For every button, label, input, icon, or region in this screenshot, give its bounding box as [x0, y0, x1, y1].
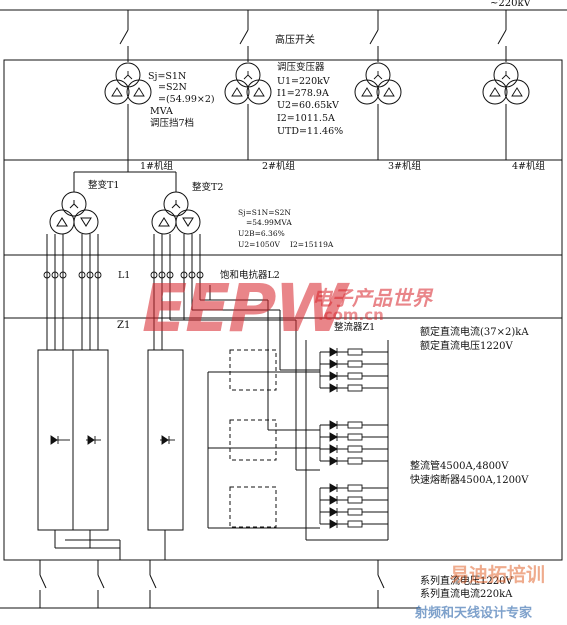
param-line: U2=60.65kV	[277, 100, 339, 111]
param-line: UTD=11.46%	[277, 126, 344, 137]
reactor-l1-label: L1	[118, 270, 131, 281]
unit-label-1: 1#机组	[140, 161, 174, 172]
series-voltage-label: 系列直流电压1220V	[420, 576, 513, 587]
bus-voltage-label: ~220kV	[490, 0, 531, 9]
hv-feeder-3	[369, 10, 379, 62]
z1-label: Z1	[117, 320, 131, 331]
unit-label-3: 3#机组	[388, 161, 422, 172]
series-current-label: 系列直流电流220kA	[420, 589, 513, 600]
diode-spec-label: 整流管4500A,4800V	[410, 461, 509, 472]
output-switches	[0, 560, 420, 609]
diode-fuse-row	[320, 444, 388, 454]
t1-phase-conductors	[46, 234, 99, 350]
cabinet-bottom-links	[54, 530, 166, 560]
unit-label-4: 4#机组	[512, 161, 546, 172]
diode-fuse-row	[320, 519, 388, 529]
diode-fuse-row	[320, 507, 388, 517]
rt-param: U2B=6.36%	[238, 229, 285, 238]
rt-param: Sj=S1N=S2N	[238, 208, 291, 217]
rt-param: U2=1050V	[238, 240, 280, 249]
rectifier-transformer-t1	[49, 191, 99, 235]
capacity-line: Sj=S1N	[148, 71, 187, 82]
hv-switch-label: 高压开关	[275, 35, 315, 46]
reactor-row	[43, 271, 204, 279]
reactor-l2-label: 饱和电抗器L2	[220, 270, 280, 281]
hv-feeder-2	[239, 10, 249, 62]
t1-label: 整变T1	[88, 180, 120, 191]
param-line: U1=220kV	[277, 76, 330, 87]
param-line: I1=278.9A	[277, 88, 329, 99]
rectifier-transformer-t2	[151, 191, 201, 235]
rf-subtitle-watermark: 射频和天线设计专家	[415, 606, 533, 621]
hv-feeder-1	[119, 10, 129, 62]
rated-current-label: 额定直流电流(37×2)kA	[420, 327, 529, 338]
fuse-spec-label: 快速熔断器4500A,1200V	[410, 475, 529, 486]
rectifier-diode-rows	[319, 347, 389, 529]
capacity-line: MVA	[150, 106, 173, 117]
diode-fuse-row	[320, 432, 388, 442]
unit1-feeder	[73, 160, 177, 192]
rt-param: =54.99MVA	[246, 218, 292, 227]
diode-fuse-row	[320, 347, 388, 357]
diode-fuse-row	[320, 383, 388, 393]
diode-fuse-row	[320, 359, 388, 369]
cabinet-diodes	[50, 435, 175, 445]
rf-logo-watermark: 易迪拓培训	[450, 564, 546, 586]
rectifier-title: 整流器Z1	[334, 322, 376, 333]
hv-feeder-4	[497, 10, 507, 62]
capacity-line: =(54.99×2)	[158, 94, 215, 105]
unit-label-2: 2#机组	[262, 161, 296, 172]
eepw-url-watermark: .com.cn	[318, 306, 384, 324]
capacity-line: =S2N	[158, 82, 187, 93]
diode-fuse-row	[320, 456, 388, 466]
regulating-transformer-2	[224, 62, 272, 160]
rt-param: I2=15119A	[290, 240, 334, 249]
diode-fuse-row	[320, 420, 388, 430]
regulating-transformer-1	[104, 62, 152, 160]
eepw-watermark: EEPW	[142, 270, 347, 347]
t2-label: 整变T2	[192, 182, 224, 193]
diode-fuse-row	[320, 483, 388, 493]
regulating-transformer-4	[482, 62, 530, 160]
regulating-transformer-3	[354, 62, 402, 160]
eepw-chinese-watermark: 电子产品世界	[312, 286, 432, 310]
rated-voltage-label: 额定直流电压1220V	[420, 341, 513, 352]
tap-position-label: 调压挡7档	[150, 118, 195, 129]
rectifier-section-frame	[3, 159, 563, 561]
dashed-modules	[229, 349, 277, 528]
diode-fuse-row	[320, 495, 388, 505]
diode-fuse-row	[320, 371, 388, 381]
param-line: I2=1011.5A	[277, 113, 335, 124]
reg-transformer-title: 调压变压器	[277, 62, 325, 73]
